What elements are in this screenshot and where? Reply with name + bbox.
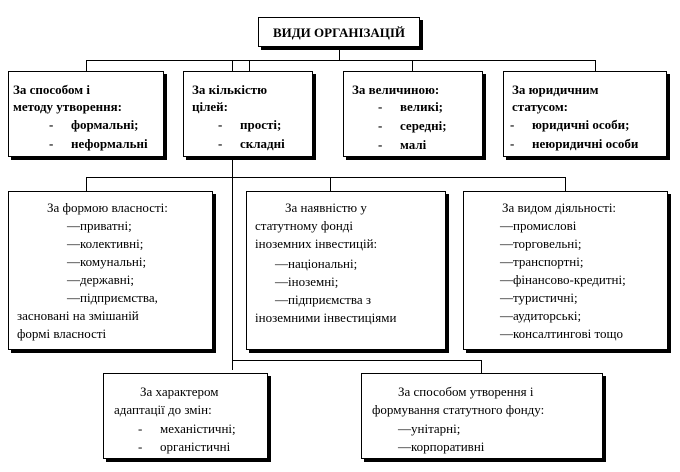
connector-mid-bar [86,177,566,178]
box-activity-heading: За видом діяльності: [502,200,617,215]
list-item: -формальні; [49,117,139,132]
box-ownership: За формою власності: —приватні; —колекти… [8,191,213,350]
box-foreign-investment: За наявністю у статутному фонді іноземни… [246,191,446,350]
title-box: ВИДИ ОРГАНІЗАЦІЙ [258,17,420,47]
list-item: -механістичні; [138,421,236,436]
list-item: -великі; [378,99,444,114]
list-item: —промислові [500,218,577,233]
box-activity: За видом діяльності: —промислові —торгов… [463,191,668,350]
list-item: -складні [218,136,285,151]
list-item: —аудиторські; [500,308,582,323]
connector-mid-center [330,177,331,192]
connector-mid-left [86,177,87,192]
box-adaptation-heading-2: адаптації до змін: [114,402,212,417]
box-foreign-heading-1: За наявністю у [285,200,367,215]
list-item: —транспортні; [500,254,584,269]
box-adaptation-heading-1: За характером [140,384,219,399]
list-item: —фінансово-кредитні; [500,272,626,287]
box-legal-heading-1: За юридичним [512,82,599,97]
connector-top-bar [86,60,596,61]
box-method-heading-2: методу утворення: [13,99,122,114]
list-item: —торговельні; [500,236,582,251]
list-item: —туристичні; [500,290,578,305]
connector-col2 [249,60,250,72]
list-item: —підприємства, [67,290,158,305]
box-goals-heading-2: цілей: [192,99,228,114]
page-title: ВИДИ ОРГАНІЗАЦІЙ [272,25,406,40]
box-legal: За юридичним статусом: -юридичні особи; … [503,71,667,157]
list-item: —унітарні; [398,421,461,436]
connector-trunk [232,60,233,370]
list-item: -органістичні [138,439,231,454]
connector-bottom-bar [232,360,482,361]
connector-title-down [339,46,340,60]
connector-col4 [595,60,596,72]
list-item: -неюридичні особи [510,136,639,151]
list-item: —національні; [275,256,358,271]
box-size: За величиною: -великі; -середні; -малі [343,71,483,157]
box-ownership-heading: За формою власності: [47,200,168,215]
box-formation-heading-1: За способом утворення і [398,384,534,399]
box-goals: За кількістю цілей: -прості; -складні [183,71,313,157]
list-item-continued: засновані на змішаній [17,308,139,323]
connector-bottom-right [481,360,482,375]
list-item: —приватні; [67,218,132,233]
list-item-continued: іноземними інвестиціями [255,310,397,325]
list-item-continued: формі власності [17,326,107,341]
list-item: -малі [378,137,427,152]
list-item: —консалтингові тощо [500,326,624,341]
box-formation-heading-2: формування статутного фонду: [372,402,545,417]
list-item: -юридичні особи; [510,117,630,132]
box-method: За способом і методу утворення: -формаль… [8,71,164,157]
list-item: —колективні; [67,236,144,251]
list-item: —державні; [67,272,134,287]
list-item: -неформальні [49,136,148,151]
connector-col1 [86,60,87,72]
box-goals-heading-1: За кількістю [192,82,268,97]
list-item: -прості; [218,117,282,132]
connector-mid-right [565,177,566,192]
box-adaptation: За характером адаптації до змін: -механі… [103,373,268,459]
box-foreign-heading-2: статутному фонді [255,218,354,233]
list-item: —комунальні; [67,254,147,269]
box-method-heading-1: За способом і [13,82,90,97]
list-item: —іноземні; [275,274,339,289]
box-legal-heading-2: статусом: [512,99,568,114]
list-item: -середні; [378,118,447,133]
list-item: —підприємства з [275,292,371,307]
box-size-heading-1: За величиною: [352,82,440,97]
box-formation: За способом утворення і формування стату… [361,373,603,459]
list-item: —корпоративні [398,439,485,454]
box-foreign-heading-3: іноземних інвестицій: [255,236,378,251]
connector-col3 [412,60,413,72]
